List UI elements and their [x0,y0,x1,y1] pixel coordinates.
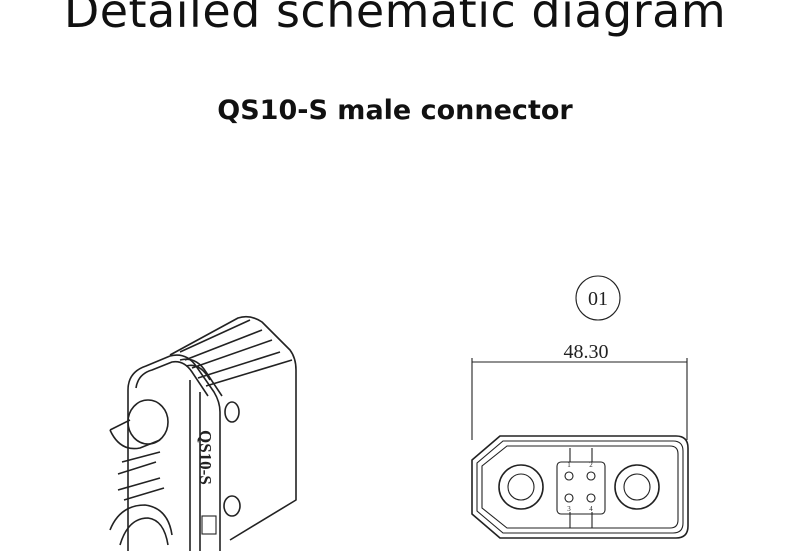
body-marking: QS10-S [196,430,215,485]
callout-label: 01 [588,288,608,310]
pin-1: 1 [567,461,571,469]
pin-4: 4 [589,505,593,513]
pin-2: 2 [589,461,593,469]
dimension-line [471,358,688,440]
dimension-label: 48.30 [564,341,609,363]
product-subtitle: QS10-S male connector [217,95,573,126]
connector-isometric-view: QS10-S [109,315,297,551]
callout-circle [575,275,621,321]
page-title: Detailed schematic diagram [63,0,727,38]
pin-3: 3 [567,505,571,513]
connector-front-view: 01 48.30 1 2 3 4 [471,275,689,539]
